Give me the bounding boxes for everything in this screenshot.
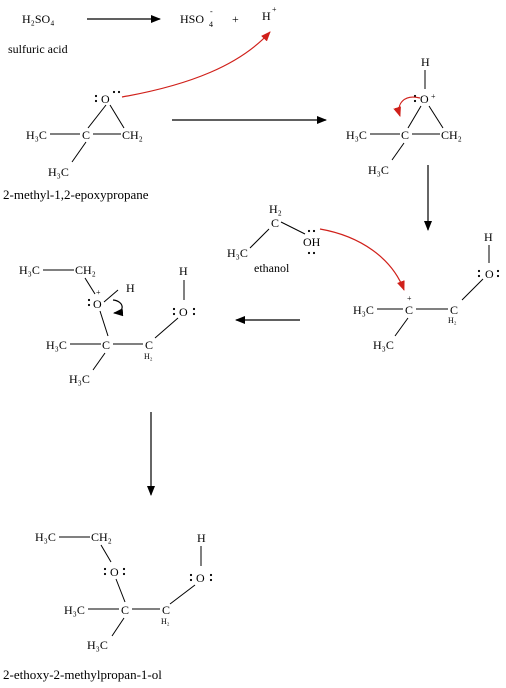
h2so4-label: H₂SO₄ (22, 12, 54, 26)
epoxide-structure: O H₃C C CH₂ H₃C 2-methyl-1,2-epoxypropan… (3, 90, 149, 202)
protonated-carbon: C (401, 128, 409, 142)
acid-dissociation: H₂SO₄ HSO - 4 + H + sulfuric acid (8, 5, 277, 56)
epoxide-ch2: CH₂ (122, 128, 143, 142)
product-oh-o: O (196, 571, 205, 585)
oxonium-ch2-h2: H₂ (144, 352, 153, 361)
product-carbon: C (121, 603, 129, 617)
product-ch2: CH₂ (91, 530, 112, 544)
ethanol-c: C (271, 216, 279, 230)
epoxide-ch3-lower: H₃C (48, 165, 69, 179)
protonated-ch3-left: H₃C (346, 128, 367, 142)
product-h3c: H₃C (35, 530, 56, 544)
ethanol-oh: OH (303, 235, 321, 249)
oxonium-intermediate: H₃C CH₂ O + H H O H₃C C C H₂ H₃C (19, 263, 196, 386)
oxonium-oh-h: H (179, 264, 188, 278)
epoxide-caption: 2-methyl-1,2-epoxypropane (3, 187, 149, 202)
hso4-label: HSO (180, 12, 204, 26)
hso4-subscript: 4 (209, 20, 213, 29)
carbocation-ch3-lower: H₃C (373, 338, 394, 352)
carbocation-ch2-h2: H₂ (448, 316, 457, 325)
hso4-charge: - (210, 7, 213, 16)
protonation-arrow (121, 31, 271, 98)
product-caption: 2-ethoxy-2-methylpropan-1-ol (3, 667, 162, 682)
nucleophilic-attack-arrow (319, 228, 405, 291)
oxonium-o-h: H (126, 281, 135, 295)
epoxide-carbon: C (82, 128, 90, 142)
ethanol-h3c: H₃C (227, 246, 248, 260)
deprotonation-arrow (112, 299, 124, 317)
carbocation-ch3-left: H₃C (353, 303, 374, 317)
oxonium-ch2: CH₂ (75, 263, 96, 277)
carbocation-structure: H O H₃C C + C H₂ H₃C (353, 230, 500, 352)
proton-label: H (262, 9, 271, 23)
oxonium-oh-o: O (179, 305, 188, 319)
carbocation-carbon: C (405, 303, 413, 317)
protonated-ch3-lower: H₃C (368, 163, 389, 177)
product-ether-oxygen: O (110, 565, 119, 579)
ethanol-caption: ethanol (254, 261, 290, 275)
carbocation-oh-oxygen: O (485, 267, 494, 281)
carbocation-charge: + (407, 294, 412, 303)
product-ch3-left: H₃C (64, 603, 85, 617)
carbocation-ch2-c: C (450, 303, 458, 317)
product-oh-h: H (197, 531, 206, 545)
oxonium-h3c: H₃C (19, 263, 40, 277)
oxonium-h: H (421, 55, 430, 69)
protonated-ch2: CH₂ (441, 128, 462, 142)
carbocation-oh-h: H (484, 230, 493, 244)
oxonium-ch3-lower: H₃C (69, 372, 90, 386)
oxonium-o: O (93, 297, 102, 311)
product-ch2-c: C (162, 603, 170, 617)
oxonium-oxygen: O (420, 92, 429, 106)
ethanol-structure: H₂ C OH H₃C ethanol (227, 202, 321, 275)
sulfuric-acid-caption: sulfuric acid (8, 42, 68, 56)
plus-sign: + (232, 12, 239, 26)
epoxide-ch3-left: H₃C (26, 128, 47, 142)
oxonium-carbon: C (102, 338, 110, 352)
product-structure: H₃C CH₂ O H O H₃C C C H₂ H₃C 2-ethoxy-2-… (3, 530, 213, 682)
ring-opening-arrow (393, 96, 421, 117)
protonated-epoxide: H O + H₃C C CH₂ H₃C (346, 55, 462, 177)
oxonium-o-charge: + (96, 288, 101, 297)
oxonium-ch2-c: C (145, 338, 153, 352)
product-ch3-lower: H₃C (87, 638, 108, 652)
ethanol-h2: H₂ (269, 202, 282, 216)
epoxide-oxygen: O (101, 92, 110, 106)
oxonium-ch3-left: H₃C (46, 338, 67, 352)
proton-charge: + (272, 5, 277, 14)
oxonium-charge: + (431, 92, 436, 101)
product-ch2-h2: H₂ (161, 617, 170, 626)
